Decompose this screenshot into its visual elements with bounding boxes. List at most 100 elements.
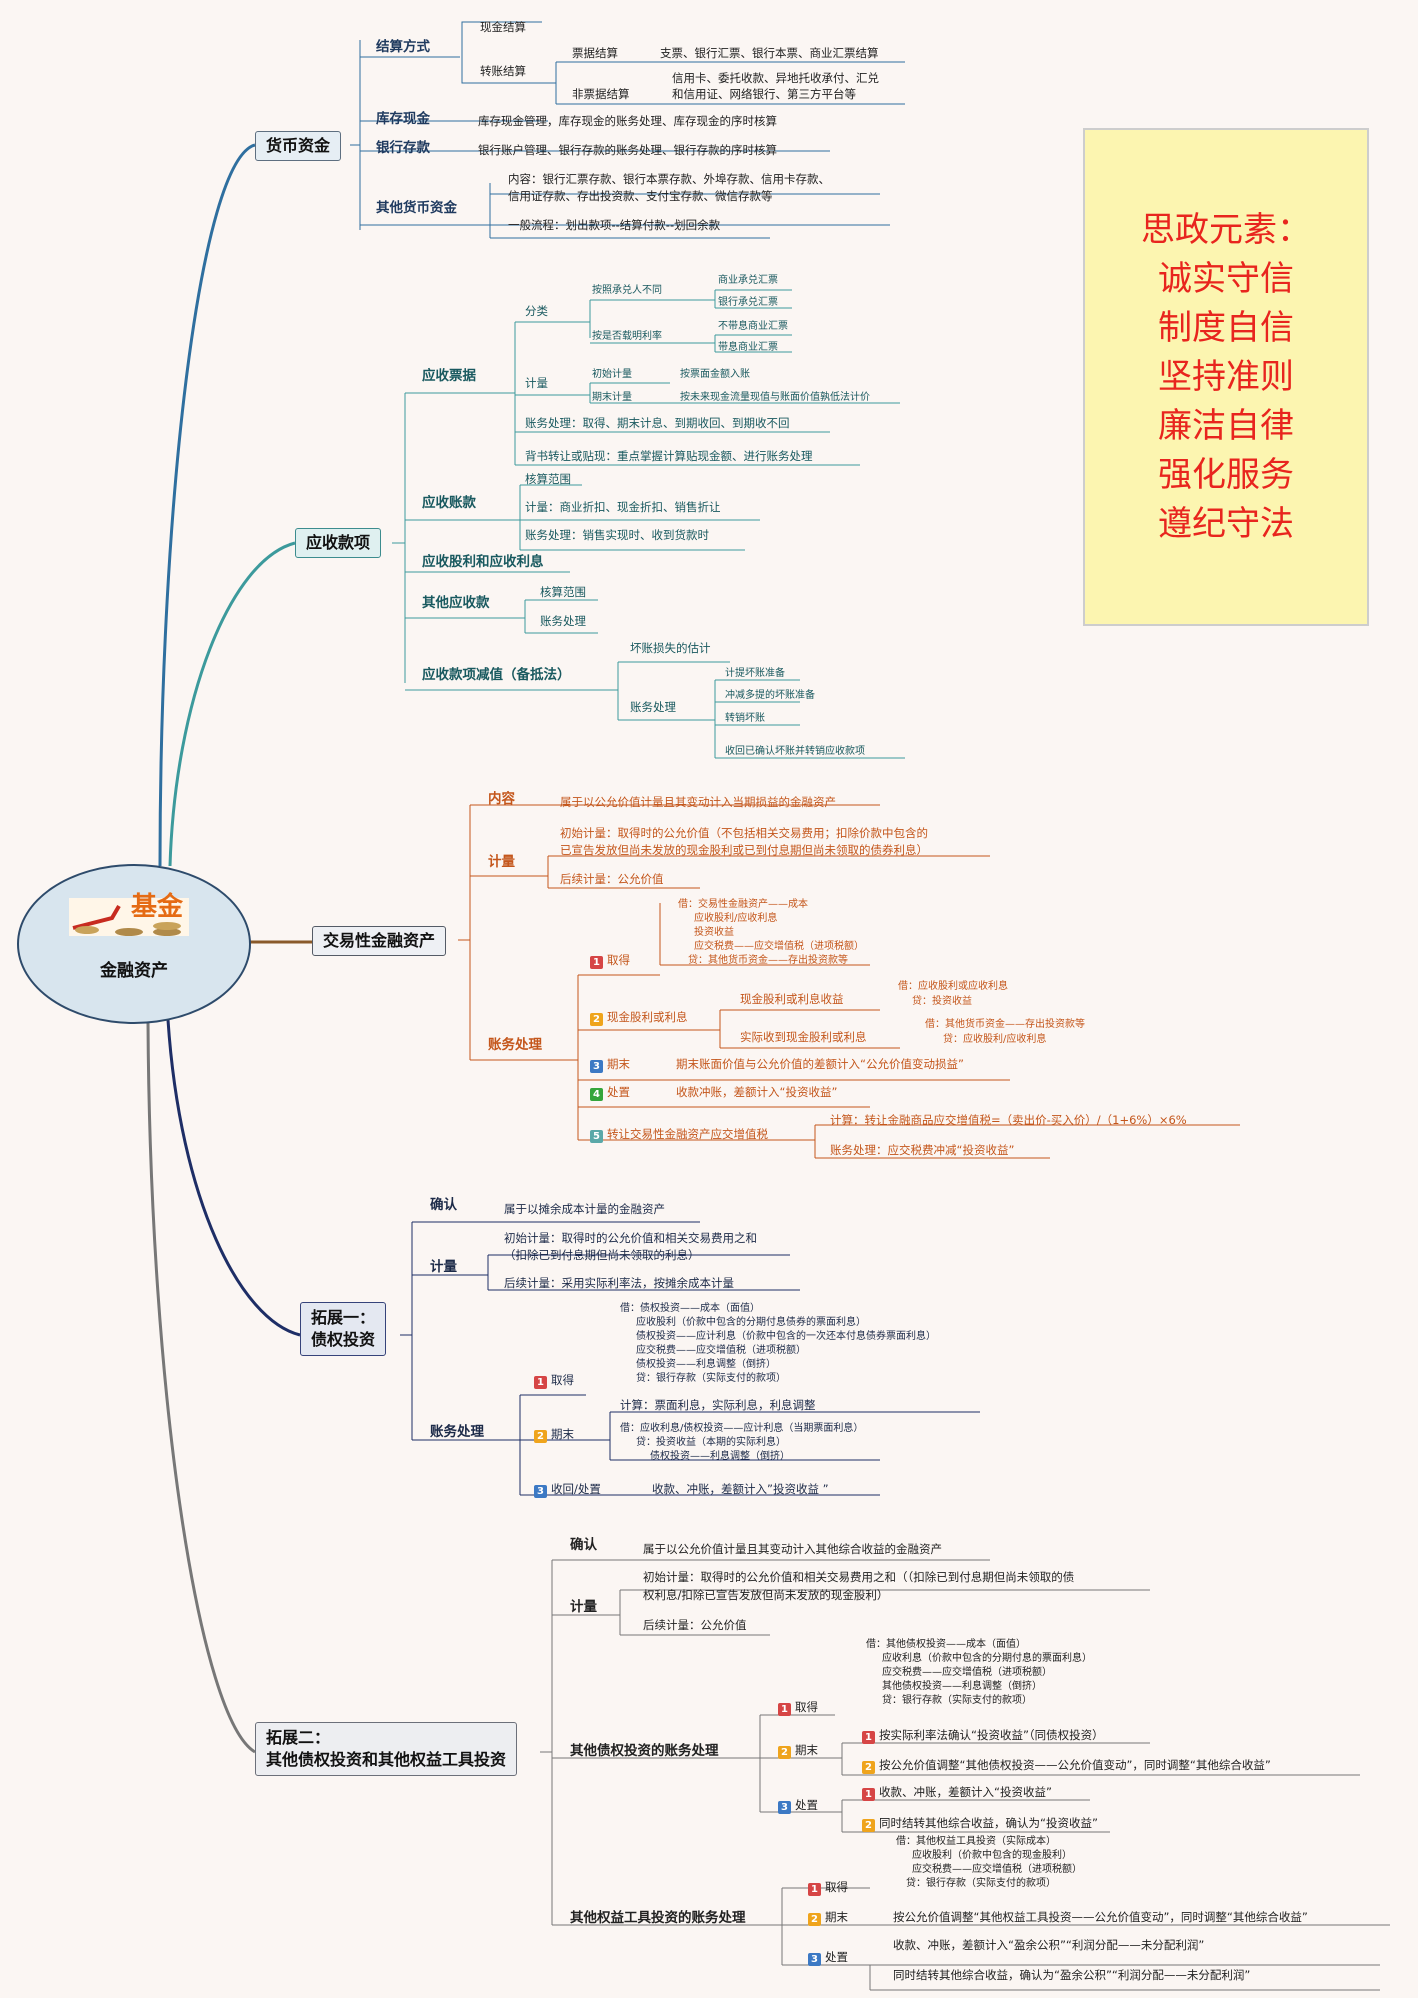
journal-line: 应交税费——应交增值税（进项税额） [882, 1667, 1052, 1678]
journal-line: 债权投资——应计利息（价款中包含的一次还本付息债券票面利息） [636, 1331, 936, 1342]
step-label: 取得 [825, 1880, 848, 1894]
node-end-measure[interactable]: 期末计量 [592, 392, 632, 403]
step-number: 3 [534, 1485, 547, 1498]
node-debt-end-calc: 计算：票面利息，实际利息，利息调整 [620, 1398, 816, 1412]
ideology-item: 遵纪守法 [1158, 504, 1294, 544]
node-impairment-accounting[interactable]: 账务处理 [630, 700, 676, 714]
node-debt-recognition[interactable]: 确认 [430, 1197, 457, 1213]
node-initial-measure[interactable]: 初始计量 [592, 369, 632, 380]
node-other-equity-accounting[interactable]: 其他权益工具投资的账务处理 [570, 1910, 746, 1926]
node-other-funds[interactable]: 其他货币资金 [376, 200, 457, 216]
journal-line: 贷：银行存款（实际支付的款项） [882, 1695, 1032, 1706]
node-nonbill-settlement[interactable]: 非票据结算 [572, 87, 630, 101]
node-dividends-interest-receivable[interactable]: 应收股利和应收利息 [422, 554, 544, 570]
journal-line: 应交税费——应交增值税（进项税额） [636, 1345, 806, 1356]
node-commercial-acceptance: 商业承兑汇票 [718, 275, 778, 286]
branch-debt-investment[interactable]: 拓展一： 债权投资 [300, 1302, 387, 1356]
node-cash-desc: 库存现金管理，库存现金的账务处理、库存现金的序时核算 [478, 114, 777, 128]
node-initial-measure-desc: 按票面金额入账 [680, 369, 750, 380]
node-dividend-income[interactable]: 现金股利或利息收益 [740, 992, 844, 1006]
node-trading-measurement[interactable]: 计量 [488, 854, 515, 870]
journal-line: 贷：其他货币资金——存出投资款等 [688, 955, 848, 966]
journal-line: 应收股利（价款中包含的现金股利） [912, 1850, 1072, 1861]
node-oci-recognition[interactable]: 确认 [570, 1537, 597, 1553]
step-number: 2 [534, 1430, 547, 1443]
journal-line: 借：交易性金融资产——成本 [678, 899, 808, 910]
branch-trading-financial-assets[interactable]: 交易性金融资产 [312, 926, 447, 956]
node-notes-receivable[interactable]: 应收票据 [422, 368, 476, 384]
node-trading-vat-acct: 账务处理：应交税费冲减“投资收益” [830, 1143, 1015, 1157]
node-oci-initial: 初始计量：取得时的公允价值和相关交易费用之和（（扣除已到付息期但尚未领取的债 [643, 1570, 1075, 1584]
node-by-interest[interactable]: 按是否载明利率 [592, 331, 662, 342]
node-trading-period-end-desc: 期末账面价值与公允价值的差额计入“公允价值变动损益” [676, 1057, 964, 1071]
node-bank-deposit[interactable]: 银行存款 [376, 140, 430, 156]
node-trading-content-desc: 属于以公允价值计量且其变动计入当期损益的金融资产 [560, 795, 836, 809]
branch-receivables[interactable]: 应收款项 [295, 528, 382, 558]
ideology-title: 思政元素： [1141, 210, 1311, 250]
branch-other-investments[interactable]: 拓展二： 其他债权投资和其他权益工具投资 [255, 1722, 518, 1776]
step-number: 2 [862, 1819, 875, 1832]
node-notes-classification[interactable]: 分类 [525, 304, 548, 318]
node-by-acceptor[interactable]: 按照承兑人不同 [592, 285, 662, 296]
node-debt-initial: 初始计量：取得时的公允价值和相关交易费用之和 [504, 1231, 757, 1245]
node-impairment-item: 冲减多提的坏账准备 [725, 690, 815, 701]
ideology-item: 廉洁自律 [1158, 406, 1294, 446]
node-other-equity-end-desc: 按公允价值调整“其他权益工具投资——公允价值变动”，同时调整“其他综合收益” [893, 1910, 1308, 1924]
node-trading-content[interactable]: 内容 [488, 791, 515, 807]
node-notes-accounting: 账务处理：取得、期末计息、到期收回、到期收不回 [525, 416, 790, 430]
node-receivables-impairment[interactable]: 应收款项减值（备抵法） [422, 667, 571, 683]
node-bill-settlement[interactable]: 票据结算 [572, 46, 618, 60]
ideology-item: 诚实守信 [1158, 259, 1294, 299]
node-notes-measurement[interactable]: 计量 [525, 376, 548, 390]
node-settlement[interactable]: 结算方式 [376, 39, 430, 55]
journal-line: 贷：银行存款（实际支付的款项） [906, 1878, 1056, 1889]
step-number: 4 [590, 1088, 603, 1101]
node-other-flow: 一般流程：划出款项--结算付款--划回余款 [508, 218, 721, 232]
journal-line: 借：其他债权投资——成本（面值） [866, 1639, 1026, 1650]
node-trading-accounting[interactable]: 账务处理 [488, 1037, 542, 1053]
node-cash-on-hand[interactable]: 库存现金 [376, 111, 430, 127]
node-cash-settlement[interactable]: 现金结算 [480, 20, 526, 34]
root-logo-text: 基金 [131, 892, 184, 922]
node-other-debt-disposal-b: 2 同时结转其他综合收益，确认为“投资收益” [862, 1816, 1098, 1832]
branch-label-line: 拓展一： [311, 1308, 376, 1327]
step-label: 处置 [825, 1950, 848, 1964]
step-label: 取得 [551, 1373, 574, 1387]
node-dividend-received[interactable]: 实际收到现金股利或利息 [740, 1030, 867, 1044]
branch-cash-funds[interactable]: 货币资金 [255, 131, 342, 161]
journal-line: 债权投资——利息调整（倒挤） [636, 1359, 776, 1370]
node-oci-measurement[interactable]: 计量 [570, 1599, 597, 1615]
root-node[interactable]: 基金 金融资产 [17, 864, 251, 1024]
ideology-item: 强化服务 [1158, 455, 1294, 495]
node-debt-accounting[interactable]: 账务处理 [430, 1424, 484, 1440]
node-other-debt-accounting[interactable]: 其他债权投资的账务处理 [570, 1743, 719, 1759]
node-accounts-receivable[interactable]: 应收账款 [422, 495, 476, 511]
node-transfer-settlement[interactable]: 转账结算 [480, 64, 526, 78]
step-text: 同时结转其他综合收益，确认为“投资收益” [879, 1816, 1098, 1830]
node-debt-measurement[interactable]: 计量 [430, 1259, 457, 1275]
node-bank-desc: 银行账户管理、银行存款的账务处理、银行存款的序时核算 [478, 143, 777, 157]
node-bad-debt-estimate: 坏账损失的估计 [630, 641, 711, 655]
journal-line: 借：应收利息/债权投资——应计利息（当期票面利息） [620, 1423, 864, 1434]
journal-line: 应交税费——应交增值税（进项税额） [694, 941, 864, 952]
node-other-receivables[interactable]: 其他应收款 [422, 595, 490, 611]
node-nonbill-desc: 和信用证、网络银行、第三方平台等 [672, 87, 856, 101]
node-notes-endorse: 背书转让或贴现：重点掌握计算贴现金额、进行账务处理 [525, 449, 813, 463]
node-trading-vat-calc: 计算：转让金融商品应交增值税=（卖出价-买入价）/（1+6%）×6% [830, 1113, 1187, 1127]
